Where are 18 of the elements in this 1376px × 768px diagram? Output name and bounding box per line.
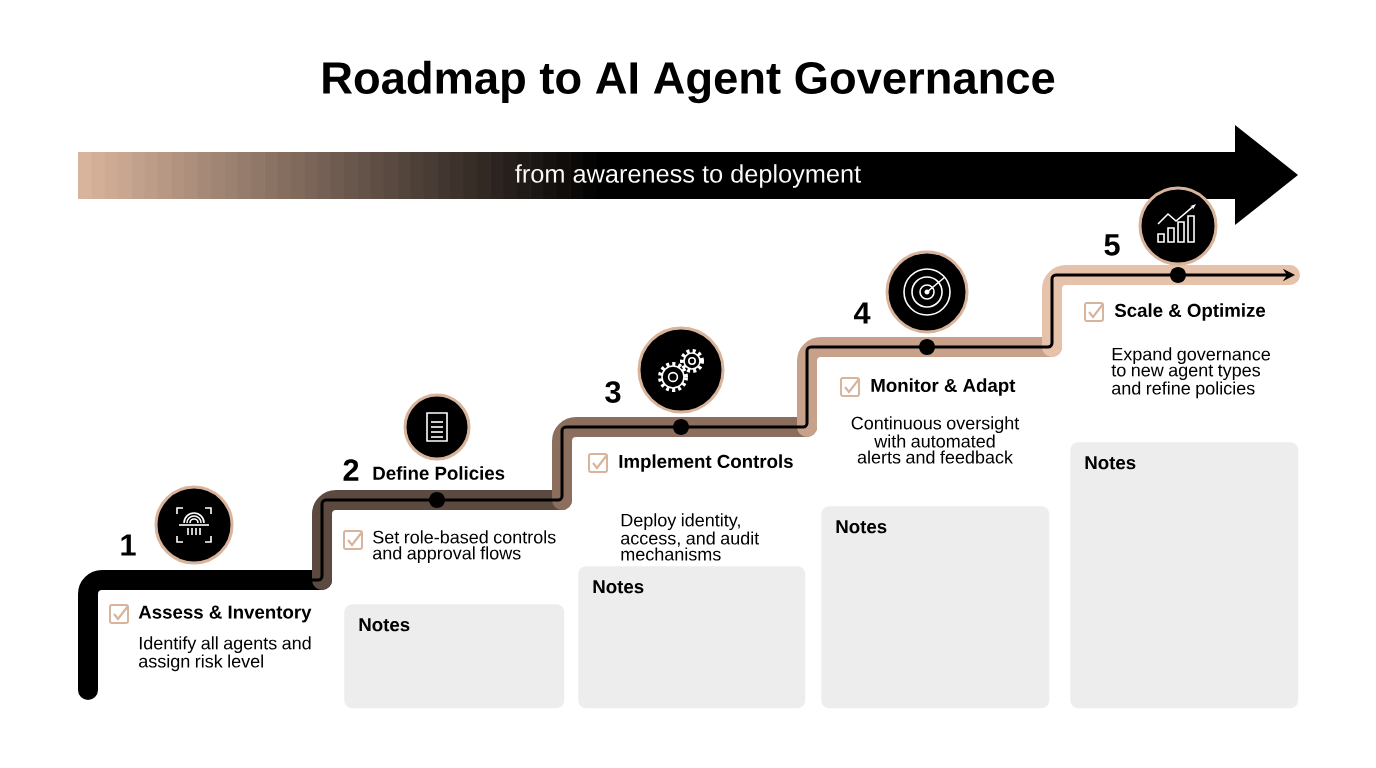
step-number: 2 [343,459,359,481]
step-title: Implement Controls [619,454,793,472]
notes-box: Notes [578,566,806,709]
step-description: Expand governance to new agent types and refine policies [1111,347,1270,399]
step-number: 4 [853,302,871,324]
step-title: Define Policies [373,466,505,480]
step-number: 1 [121,534,136,556]
step-title: Scale & Optimize [1114,303,1266,321]
step-description: Identify all agents and assign risk level [139,636,311,672]
title: Roadmap to AI Agent Governance [323,60,1055,104]
step-description: Continuous oversight with automated alerts and feedback [851,416,1020,464]
step-title: Monitor & Adapt [871,378,1016,396]
notes-box: Notes [821,506,1050,709]
step-description: Set role-based controls and approval flows [373,530,556,564]
step-title: Assess & Inventory [138,605,312,623]
step-number: 3 [605,381,621,403]
notes-box: Notes [344,604,565,709]
notes-box: Notes [1070,442,1299,709]
